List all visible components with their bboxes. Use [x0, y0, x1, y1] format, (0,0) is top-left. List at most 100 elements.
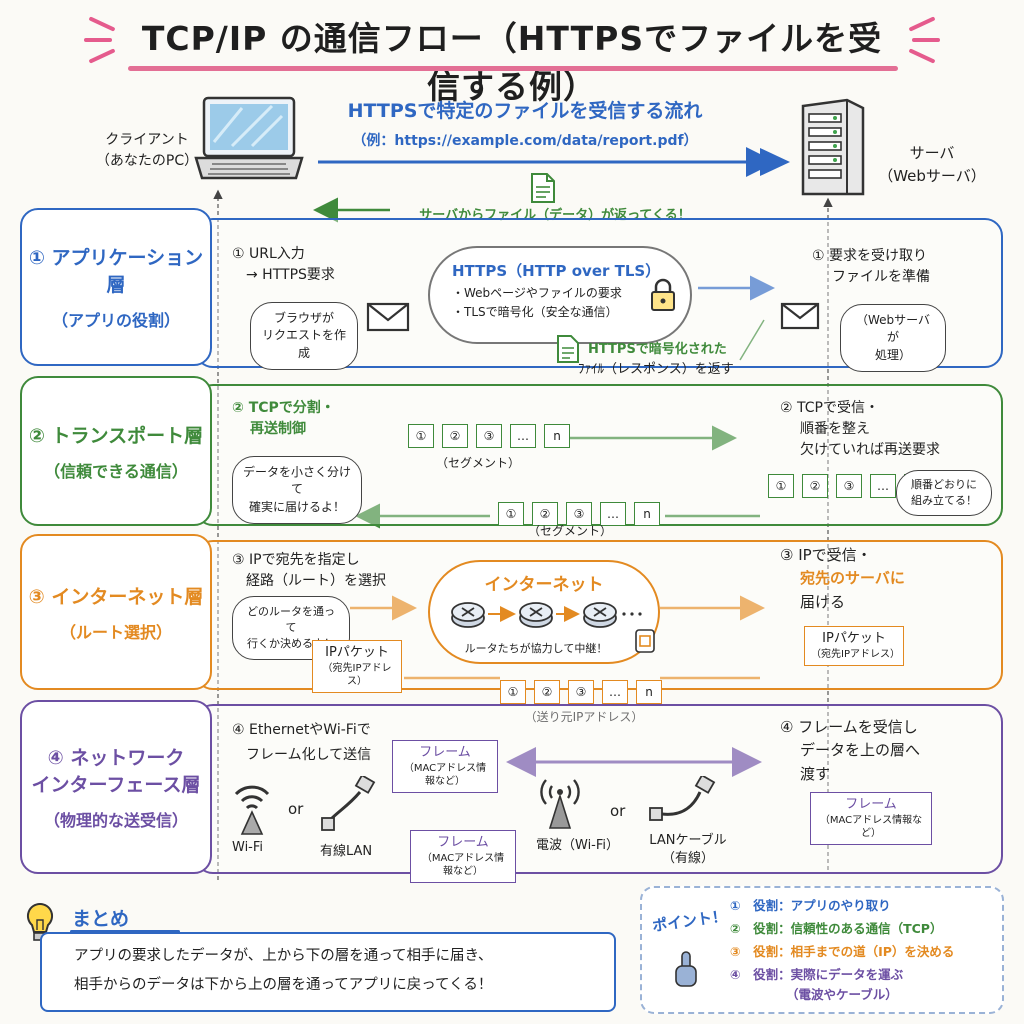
- webserver-bubble-line2: 処理）: [874, 347, 911, 362]
- ip-packet-receive-label: IPパケット: [822, 631, 886, 646]
- source-ip-label: （送り元IPアドレス）: [504, 708, 664, 725]
- browser-bubble-line1: ブラウザが: [273, 311, 334, 325]
- reassemble-bubble-line2: 組み立てる！: [911, 493, 977, 507]
- lan-cable-icon: [321, 776, 376, 831]
- pointing-hand-icon: [675, 951, 697, 987]
- segment-box: ①: [408, 424, 434, 448]
- point-item-1: ① 役割：アプリのやり取り: [730, 898, 891, 913]
- app-right-step-line1: ① 要求を受け取り: [812, 248, 928, 264]
- network-right-step-line2: データを上の層へ: [800, 741, 921, 760]
- frame-sub-bottom: （MACアドレス情報など）: [421, 852, 505, 877]
- internet-cloud-caption: ルータたちが協力して中継！: [464, 642, 608, 655]
- https-cloud-items: ・Webページやファイルの要求 ・TLSで暗号化（安全な通信）: [452, 284, 622, 322]
- summary-line1: アプリの要求したデータが、上から下の層を通って相手に届き、: [74, 948, 493, 964]
- server-icon: [801, 98, 865, 196]
- frame-label-bottom: フレーム: [437, 835, 489, 850]
- server-label-line2: （Webサーバ）: [878, 167, 986, 186]
- reassemble-bubble: 順番どおりに 組み立てる！: [896, 470, 992, 516]
- segment-label-return: （セグメント）: [527, 524, 612, 538]
- or-label-2: or: [610, 802, 626, 820]
- https-cloud-item-2: ・TLSで暗号化（安全な通信）: [452, 305, 618, 320]
- summary-title-underline: [70, 930, 180, 933]
- lan-cable-icon-2: [649, 776, 716, 821]
- encrypted-reply-label: HTTPSで暗号化された ﾌｧｲﾙ（レスポンス）を返す: [578, 340, 734, 380]
- cable-label-line2: （有線）: [661, 851, 714, 867]
- segment-box: ①: [768, 474, 794, 498]
- segment-box: ③: [836, 474, 862, 498]
- split-data-bubble: データを小さく分けて 確実に届けるよ！: [232, 456, 362, 525]
- app-right-step-line2: ファイルを準備: [832, 269, 930, 285]
- point-item-3: ③ 役割：相手までの道（IP）を決める: [730, 944, 955, 960]
- encrypted-reply-line2: ﾌｧｲﾙ（レスポンス）を返す: [578, 362, 734, 378]
- application-layer-subtitle: （アプリの役割）: [51, 311, 180, 330]
- transport-layer-title: ② トランスポート層: [28, 424, 204, 447]
- internet-layer-label: ③ インターネット層 （ルート選択）: [20, 534, 212, 690]
- packet-icon: [635, 629, 655, 653]
- network-right-step-line3: 渡す: [800, 764, 831, 783]
- cable-label-line1: LANケーブル: [649, 833, 727, 848]
- or-label: or: [288, 800, 304, 818]
- summary-box: [40, 932, 616, 1012]
- ip-packet-receive-sub: （宛先IPアドレス）: [811, 648, 900, 660]
- network-right-step: ④ フレームを受信し データを上の層へ 渡す: [780, 716, 980, 786]
- network-layer-subtitle: （物理的な送受信）: [43, 811, 188, 830]
- transport-right-step-line1: ② TCPで受信・: [780, 400, 879, 416]
- point-item-2: ② 役割：信頼性のある通信（TCP）: [730, 921, 943, 937]
- network-layer-box: [195, 704, 1003, 874]
- internet-layer-title: ③ インターネット層: [28, 585, 204, 608]
- app-left-step-line2: → HTTPS要求: [246, 267, 335, 283]
- ip-packet-receive: IPパケット （宛先IPアドレス）: [804, 626, 904, 666]
- internet-left-step-line2: 経路（ルート）を選択: [246, 573, 386, 589]
- client-label-line2: （あなたのPC）: [95, 153, 199, 169]
- segment-box: ①: [498, 502, 524, 526]
- app-left-step: ① URL入力 → HTTPS要求: [232, 244, 382, 286]
- https-cloud-item-1: ・Webページやファイルの要求: [452, 286, 622, 300]
- network-left-step-line2: フレーム化して送信: [246, 747, 372, 763]
- app-left-step-line1: ① URL入力: [232, 246, 305, 262]
- route-bubble-line1: どのルータを通って: [247, 605, 335, 634]
- browser-request-bubble: ブラウザが リクエストを作成: [250, 302, 358, 371]
- segment-box: n: [634, 502, 660, 526]
- ip-packet-send: IPパケット （宛先IPアドレス）: [312, 640, 402, 693]
- segment-box: …: [602, 680, 628, 704]
- points-box: [640, 886, 1004, 1014]
- internet-left-step-line1: ③ IPで宛先を指定し: [232, 552, 360, 568]
- segment-box: …: [510, 424, 536, 448]
- transport-left-step-line2: 再送制御: [250, 421, 306, 437]
- network-layer-title-line2: インターフェース層: [31, 774, 201, 796]
- split-bubble-line2: 確実に届けるよ！: [248, 499, 345, 514]
- transport-layer-subtitle: （信頼できる通信）: [44, 461, 188, 481]
- internet-right-step-line1: ③ IPで受信・: [780, 546, 872, 564]
- server-label: サーバ （Webサーバ）: [872, 142, 992, 189]
- lan-label: 有線LAN: [320, 844, 373, 859]
- radio-tower-icon: [540, 779, 580, 829]
- internet-layer-subtitle: （ルート選択）: [59, 622, 172, 642]
- router-icon: [519, 602, 553, 628]
- network-layer-title-line1: ④ ネットワーク: [47, 747, 185, 769]
- client-label: クライアント （あなたのPC）: [82, 130, 212, 172]
- https-cloud-title: HTTPS（HTTP over TLS）: [452, 262, 661, 280]
- laptop-icon: [194, 96, 304, 180]
- segment-box: …: [600, 502, 626, 526]
- application-layer-title: ① アプリケーション層: [28, 247, 204, 296]
- radio-label: 電波（Wi-Fi）: [536, 838, 620, 853]
- frame-sub: （MACアドレス情報など）: [403, 762, 487, 787]
- segment-box: ③: [476, 424, 502, 448]
- webserver-bubble-line1: （Webサーバが: [855, 313, 931, 345]
- application-layer-label: ① アプリケーション層 （アプリの役割）: [20, 208, 212, 366]
- transport-right-step-line3: 欠けていれば再送要求: [800, 442, 940, 458]
- cable-label: LANケーブル （有線）: [640, 832, 736, 868]
- internet-right-step-line3: 届ける: [800, 592, 846, 611]
- page-title: TCP/IP の通信フロー（HTTPSでファイルを受信する例）: [141, 19, 883, 106]
- encrypted-reply-line1: HTTPSで暗号化された: [588, 342, 727, 357]
- router-icon: [583, 602, 617, 628]
- summary-title: まとめ: [72, 908, 130, 930]
- flow-heading: HTTPSで特定のファイルを受信する流れ: [347, 100, 703, 122]
- frame-label: フレーム: [419, 745, 471, 760]
- client-label-line1: クライアント: [105, 132, 189, 148]
- internet-right-step: ③ IPで受信・ 宛先のサーバに 届ける: [780, 544, 980, 614]
- envelope-icon: [366, 302, 410, 332]
